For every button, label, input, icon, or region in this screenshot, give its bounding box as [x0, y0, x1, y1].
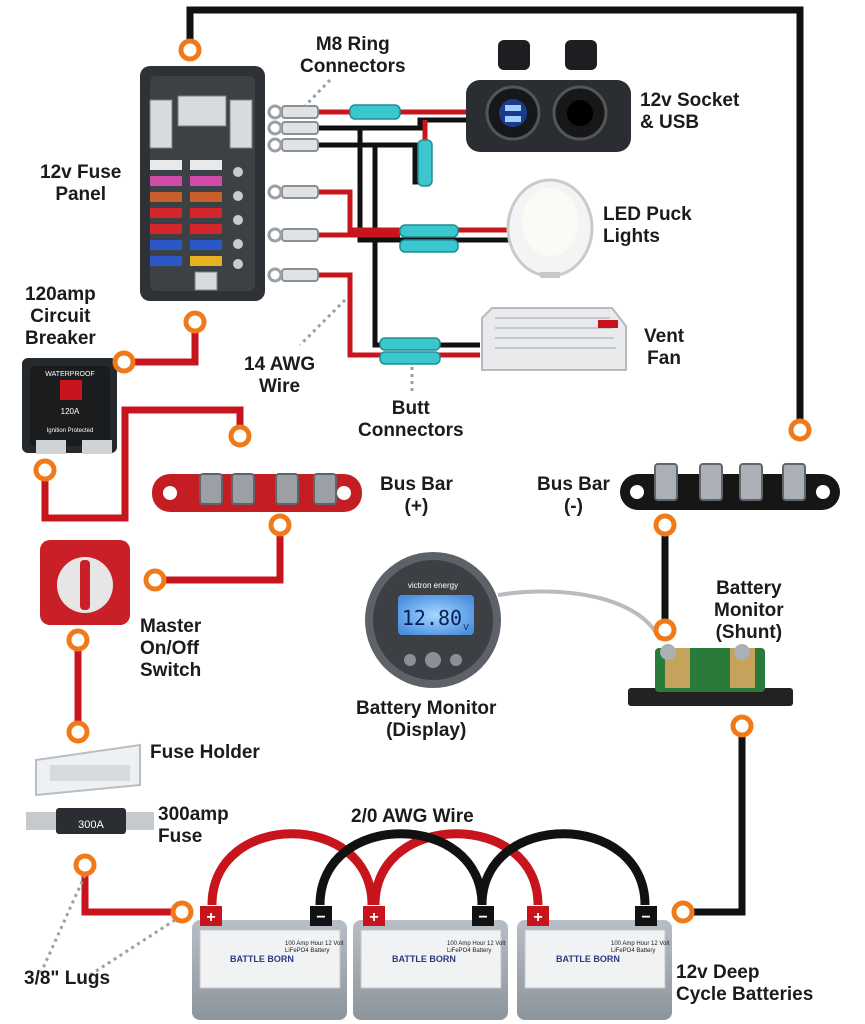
fuse-panel	[140, 66, 265, 301]
label-m8-ring-connectors: M8 Ring Connectors	[300, 34, 406, 77]
monitor-brand-text: victron energy	[408, 581, 458, 590]
battery-3-plus: +	[533, 909, 542, 926]
battery-3-brand: BATTLE BORN	[556, 954, 620, 964]
label-pointers	[38, 78, 414, 977]
label-fuse-panel: 12v Fuse Panel	[40, 162, 122, 205]
label-batteries: 12v Deep Cycle Batteries	[676, 962, 814, 1005]
batteries: + − + − + − BATTLE BORN BATTLE BORN BATT…	[192, 906, 672, 1020]
label-lugs: 3/8" Lugs	[24, 968, 111, 989]
fuse-rating-text: 300A	[78, 819, 104, 831]
label-battery-monitor-shunt: Battery Monitor (Shunt)	[714, 578, 784, 643]
shunt-to-battery-wire	[682, 730, 746, 916]
circuit-breaker: WATERPROOF 120A Ignition Protected	[22, 358, 117, 454]
breaker-to-panel-wire	[130, 332, 199, 366]
label-2-0-awg-wire: 2/0 AWG Wire	[351, 806, 474, 827]
monitor-cable	[497, 589, 662, 641]
label-300amp-fuse: 300amp Fuse	[158, 804, 229, 847]
breaker-bottom-text: Ignition Protected	[47, 428, 94, 434]
battery-1-minus: −	[316, 909, 325, 926]
battery-2-plus: +	[369, 909, 378, 926]
main-negative-wire	[186, 6, 804, 430]
battery-3-minus: −	[641, 909, 650, 926]
fuse-to-battery-wire	[81, 870, 185, 916]
battery-1	[192, 906, 347, 1020]
lugs	[33, 38, 812, 924]
label-led-puck-lights: LED Puck Lights	[603, 204, 692, 247]
label-battery-monitor-display: Battery Monitor (Display)	[356, 698, 497, 741]
breaker-rating-text: 120A	[61, 407, 80, 416]
battery-jumpers	[207, 829, 650, 906]
vent-fan	[481, 307, 627, 371]
bus-bar-positive	[152, 473, 362, 512]
ring-connectors	[267, 104, 319, 283]
battery-2-brand: BATTLE BORN	[392, 954, 456, 964]
label-vent-fan: Vent Fan	[644, 326, 685, 369]
busbar-to-switch-wire	[155, 530, 284, 584]
battery-2-minus: −	[478, 909, 487, 926]
master-switch	[40, 540, 130, 625]
battery-2	[353, 906, 508, 1020]
fuse-300a: 300A	[26, 808, 154, 834]
led-puck-light	[506, 178, 594, 278]
label-bus-bar-negative: Bus Bar (-)	[537, 474, 610, 517]
label-butt-connectors: Butt Connectors	[358, 398, 464, 441]
label-master-switch: Master On/Off Switch	[140, 616, 202, 681]
label-bus-bar-positive: Bus Bar (+)	[380, 474, 453, 517]
fuse-holder	[35, 743, 141, 797]
monitor-reading-text: 12.80	[402, 606, 462, 630]
battery-monitor-display: victron energy 12.80 V	[365, 552, 501, 688]
socket-usb-panel	[466, 40, 631, 152]
monitor-unit-text: V	[463, 623, 469, 632]
bus-bar-negative	[620, 463, 840, 510]
label-socket-usb: 12v Socket & USB	[640, 90, 740, 133]
breaker-top-text: WATERPROOF	[45, 371, 94, 378]
label-circuit-breaker: 120amp Circuit Breaker	[25, 284, 96, 349]
breaker-to-busbar-wire	[41, 406, 244, 522]
battery-shunt	[628, 644, 793, 706]
label-fuse-holder: Fuse Holder	[150, 742, 260, 763]
battery-1-plus: +	[206, 909, 215, 926]
battery-3	[517, 906, 672, 1020]
label-14awg-wire: 14 AWG Wire	[244, 354, 316, 397]
butt-connectors	[349, 104, 459, 365]
battery-1-brand: BATTLE BORN	[230, 954, 294, 964]
